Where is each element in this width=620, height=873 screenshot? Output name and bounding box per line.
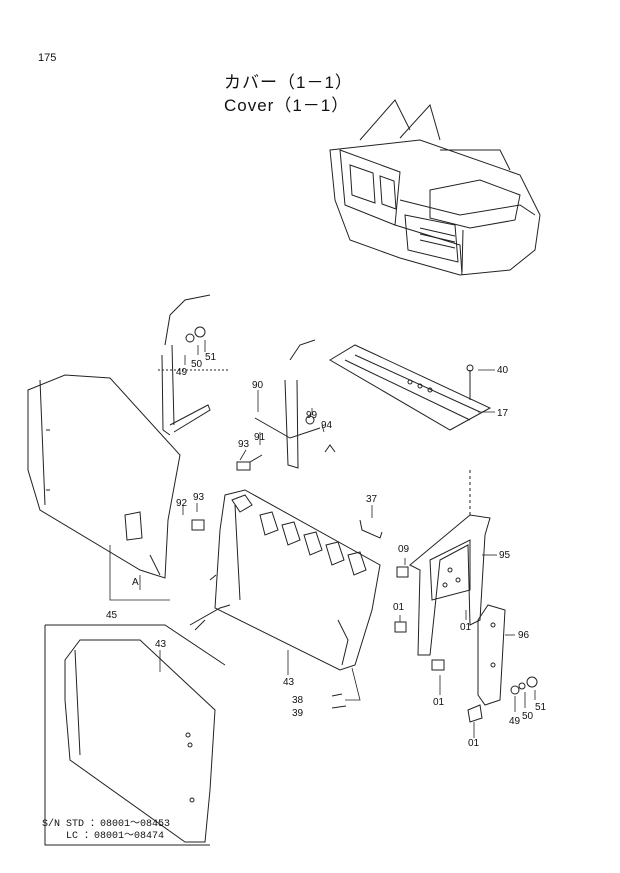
callout-99: 99: [306, 410, 318, 421]
detail-inset: [44, 604, 231, 846]
callout-09: 09: [398, 544, 410, 555]
callout-37: 37: [366, 494, 378, 505]
bracket-left: [158, 294, 230, 436]
side-door-left: [27, 374, 181, 579]
callout-96: 96: [518, 630, 530, 641]
callout-50: 50: [191, 359, 203, 370]
callout-45: 45: [106, 610, 118, 621]
callout-51-b: 51: [535, 702, 547, 713]
callout-91: 91: [254, 432, 266, 443]
callout-01: 01: [393, 602, 405, 613]
callout-50-b: 50: [522, 711, 534, 722]
front-cover-slotted: [209, 489, 381, 671]
callout-17: 17: [497, 408, 509, 419]
callout-51: 51: [205, 352, 217, 363]
callout-43: 43: [155, 639, 167, 650]
callout-39: 39: [292, 708, 304, 719]
callout-92: 92: [176, 498, 188, 509]
callout-93: 93: [238, 439, 250, 450]
callout-95: 95: [499, 550, 511, 561]
machine-overview-illustration: [329, 99, 541, 276]
title-japanese: カバー（1－1）: [224, 73, 353, 92]
callout-40: 40: [497, 365, 509, 376]
callout-labels: 51 49 50 90 91 93 99 94 40 17 92 93 37 0…: [106, 352, 547, 749]
bracket-middle: [249, 339, 321, 469]
callout-38: 38: [292, 695, 304, 706]
callout-01-d: 01: [468, 738, 480, 749]
page-number: 175: [38, 52, 57, 64]
title-english: Cover（1－1）: [224, 96, 350, 115]
callout-A: A: [132, 577, 139, 588]
hardware-fasteners: [191, 444, 538, 723]
callout-43-b: 43: [283, 677, 295, 688]
callout-01-b: 01: [460, 622, 472, 633]
callout-90: 90: [252, 380, 264, 391]
handle-37: [359, 519, 383, 539]
callout-49: 49: [176, 367, 188, 378]
callout-93-b: 93: [193, 492, 205, 503]
plate-96: [477, 604, 506, 706]
callout-49-b: 49: [509, 716, 521, 727]
callout-01-c: 01: [433, 697, 445, 708]
serial-range-std: S/N STD ：08001～08453: [42, 819, 171, 830]
callout-94: 94: [321, 420, 333, 431]
frame-95: [409, 470, 491, 656]
top-plate: [329, 344, 492, 431]
serial-range-lc: LC ：08001～08474: [66, 831, 165, 842]
leader-lines: [109, 340, 536, 738]
